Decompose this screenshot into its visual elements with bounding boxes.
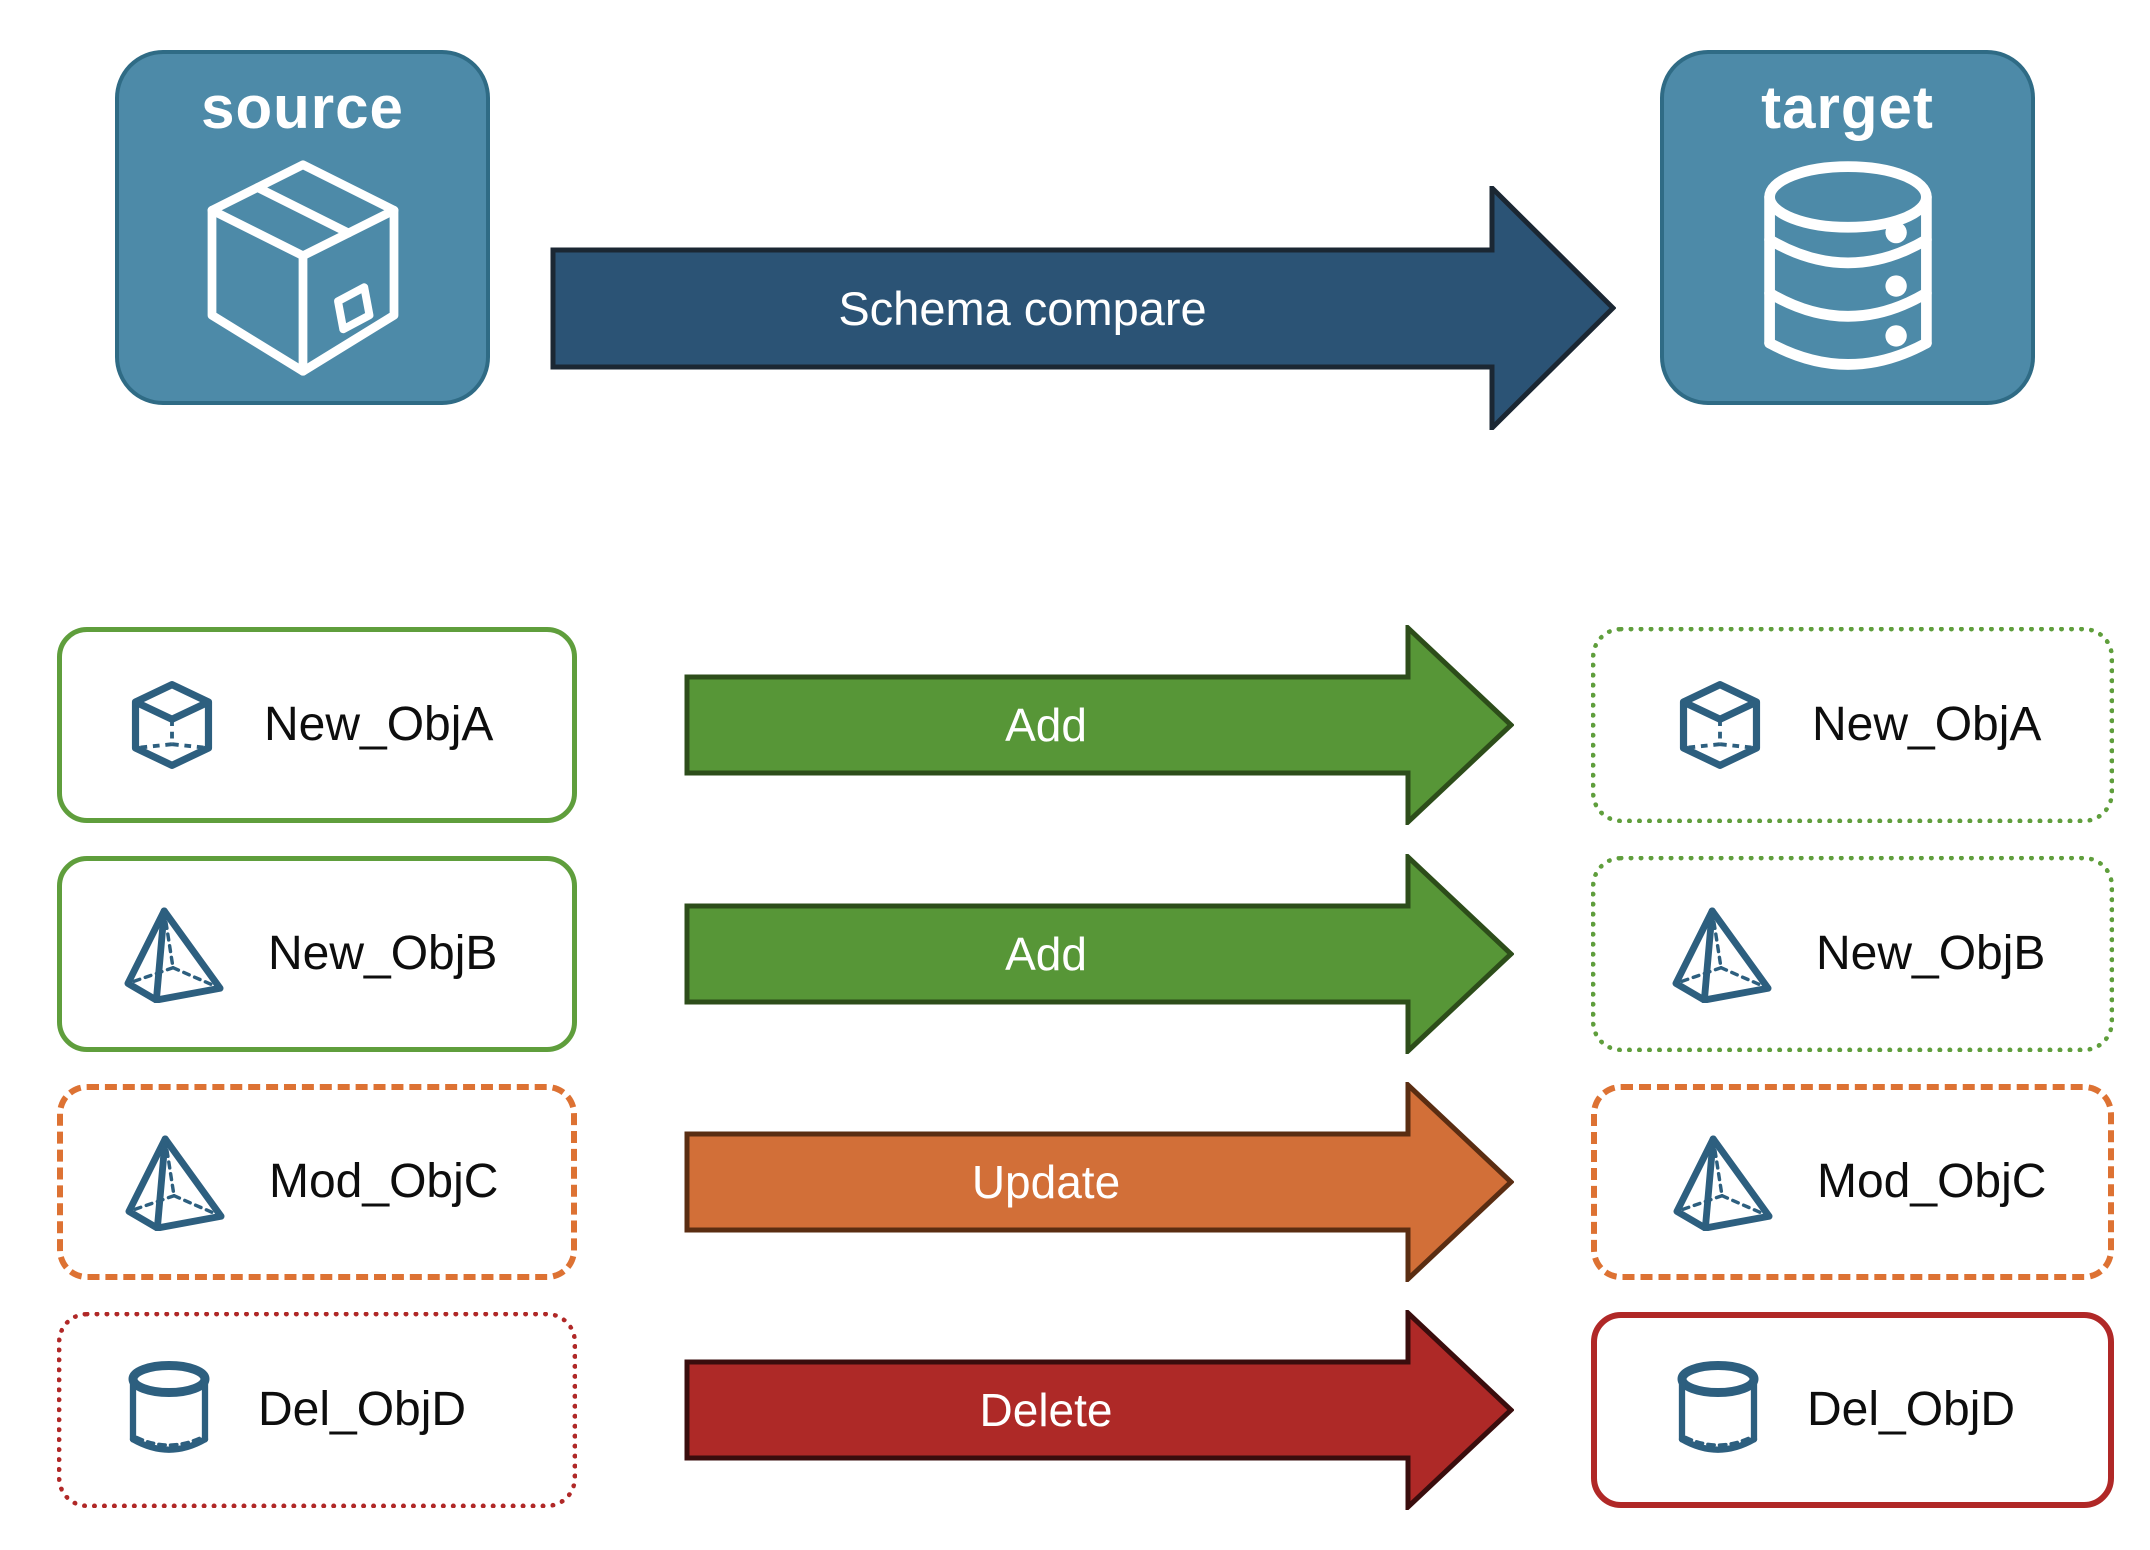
object-label: New_ObjB: [1816, 927, 2046, 980]
target-object-card-mod-objc: Mod_ObjC: [1591, 1084, 2114, 1280]
pyramid-icon: [124, 905, 224, 1003]
add-arrow: [684, 625, 1514, 825]
object-label: New_ObjA: [264, 698, 494, 751]
object-label: Mod_ObjC: [1817, 1155, 2047, 1208]
pyramid-icon: [1673, 1133, 1773, 1231]
cylinder-icon: [124, 1360, 214, 1461]
cube-icon: [1672, 677, 1768, 773]
delete-arrow: [684, 1310, 1514, 1510]
target-object-card-new-objb: New_ObjB: [1591, 856, 2114, 1052]
pyramid-icon: [125, 1133, 225, 1231]
target-node-label: target: [1761, 74, 1934, 141]
target-node: target: [1660, 50, 2035, 405]
pyramid-icon: [1672, 905, 1772, 1003]
target-object-card-new-obja: New_ObjA: [1591, 627, 2114, 823]
source-node-label: source: [201, 74, 404, 141]
target-object-card-del-objd: Del_ObjD: [1591, 1312, 2114, 1508]
source-object-card-del-objd: Del_ObjD: [57, 1312, 577, 1508]
package-icon: [198, 154, 408, 382]
source-object-card-mod-objc: Mod_ObjC: [57, 1084, 577, 1280]
cube-icon: [124, 677, 220, 773]
cylinder-icon: [1673, 1360, 1763, 1461]
update-arrow: [684, 1082, 1514, 1282]
schema-compare-arrow: [550, 186, 1616, 430]
object-label: Mod_ObjC: [269, 1155, 499, 1208]
object-label: Del_ObjD: [258, 1383, 467, 1436]
source-object-card-new-objb: New_ObjB: [57, 856, 577, 1052]
object-label: Del_ObjD: [1807, 1383, 2016, 1436]
object-label: New_ObjA: [1812, 698, 2042, 751]
object-label: New_ObjB: [268, 927, 498, 980]
database-icon: [1750, 154, 1946, 386]
source-object-card-new-obja: New_ObjA: [57, 627, 577, 823]
source-node: source: [115, 50, 490, 405]
add-arrow: [684, 854, 1514, 1054]
